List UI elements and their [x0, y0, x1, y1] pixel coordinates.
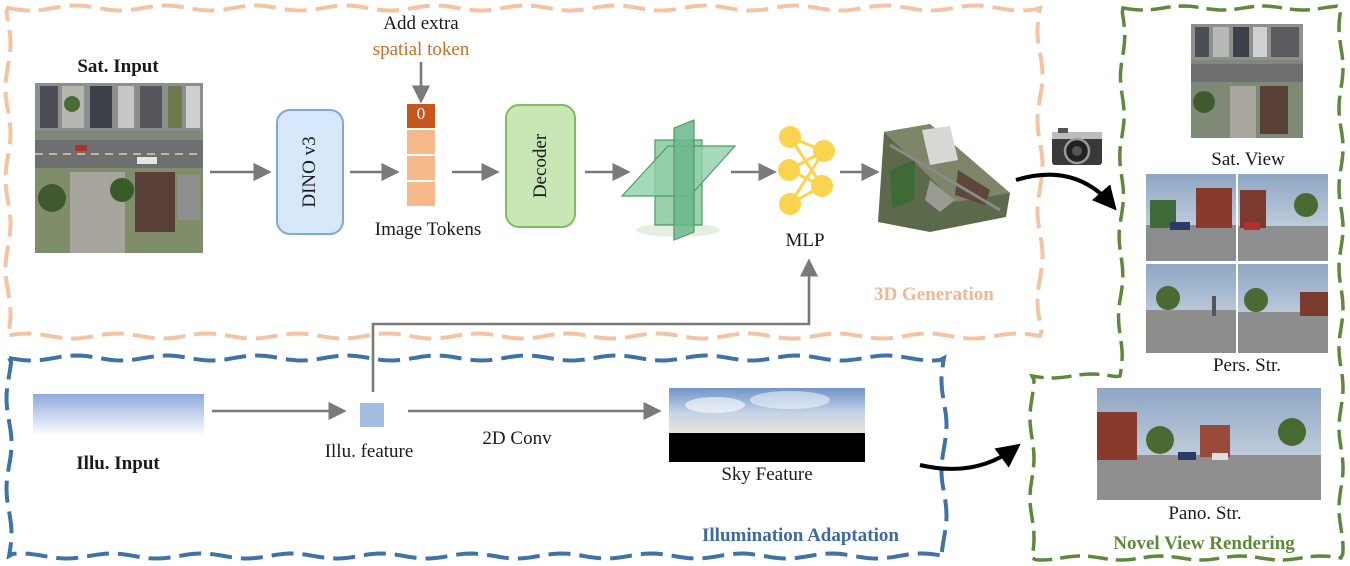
illumination-input-gradient — [33, 394, 204, 436]
flow-arrows — [210, 62, 880, 421]
mlp-label: MLP — [785, 230, 825, 251]
dino-encoder-box — [276, 109, 344, 235]
rendering-section-border — [1028, 4, 1345, 562]
conv-label: 2D Conv — [482, 428, 552, 449]
rendering-section-title: Novel View Rendering — [1113, 533, 1295, 554]
sat-view-label: Sat. View — [1211, 149, 1285, 170]
render-arrow-bottom — [919, 443, 1021, 471]
illumination-section-title: Illumination Adaptation — [702, 525, 899, 546]
mlp-network-icon — [778, 126, 835, 215]
perspective-street-views — [1146, 174, 1328, 353]
decoder-label: Decoder — [530, 133, 551, 199]
generation-section-border — [3, 3, 1045, 341]
token-note-line2: spatial token — [372, 39, 470, 60]
illu-feature-label: Illu. feature — [324, 441, 414, 462]
pano-str-label: Pano. Str. — [1168, 503, 1242, 524]
spatial-token-index: 0 — [416, 104, 426, 123]
render-arrow-top — [1015, 172, 1117, 211]
sky-feature-map — [669, 388, 865, 462]
sat-input-label: Sat. Input — [77, 56, 159, 77]
dino-label: DINO v3 — [299, 136, 320, 208]
satellite-view-image — [1191, 24, 1303, 138]
illu-input-label: Illu. Input — [76, 453, 160, 474]
sky-feature-label: Sky Feature — [721, 464, 813, 485]
pers-str-label: Pers. Str. — [1212, 355, 1282, 376]
illumination-section-border — [4, 353, 949, 561]
satellite-input-image — [35, 83, 203, 253]
triplane-icon — [620, 119, 737, 241]
illumination-feature-square — [360, 403, 384, 427]
token-note-line1: Add extra — [383, 13, 459, 34]
image-tokens-label: Image Tokens — [374, 219, 482, 240]
generated-3d-scene — [878, 124, 1010, 232]
camera-icon — [1052, 128, 1102, 165]
generation-section-title: 3D Generation — [874, 284, 994, 305]
image-token-stack — [407, 104, 435, 206]
panorama-street-view — [1097, 388, 1321, 500]
decoder-box — [505, 104, 576, 228]
